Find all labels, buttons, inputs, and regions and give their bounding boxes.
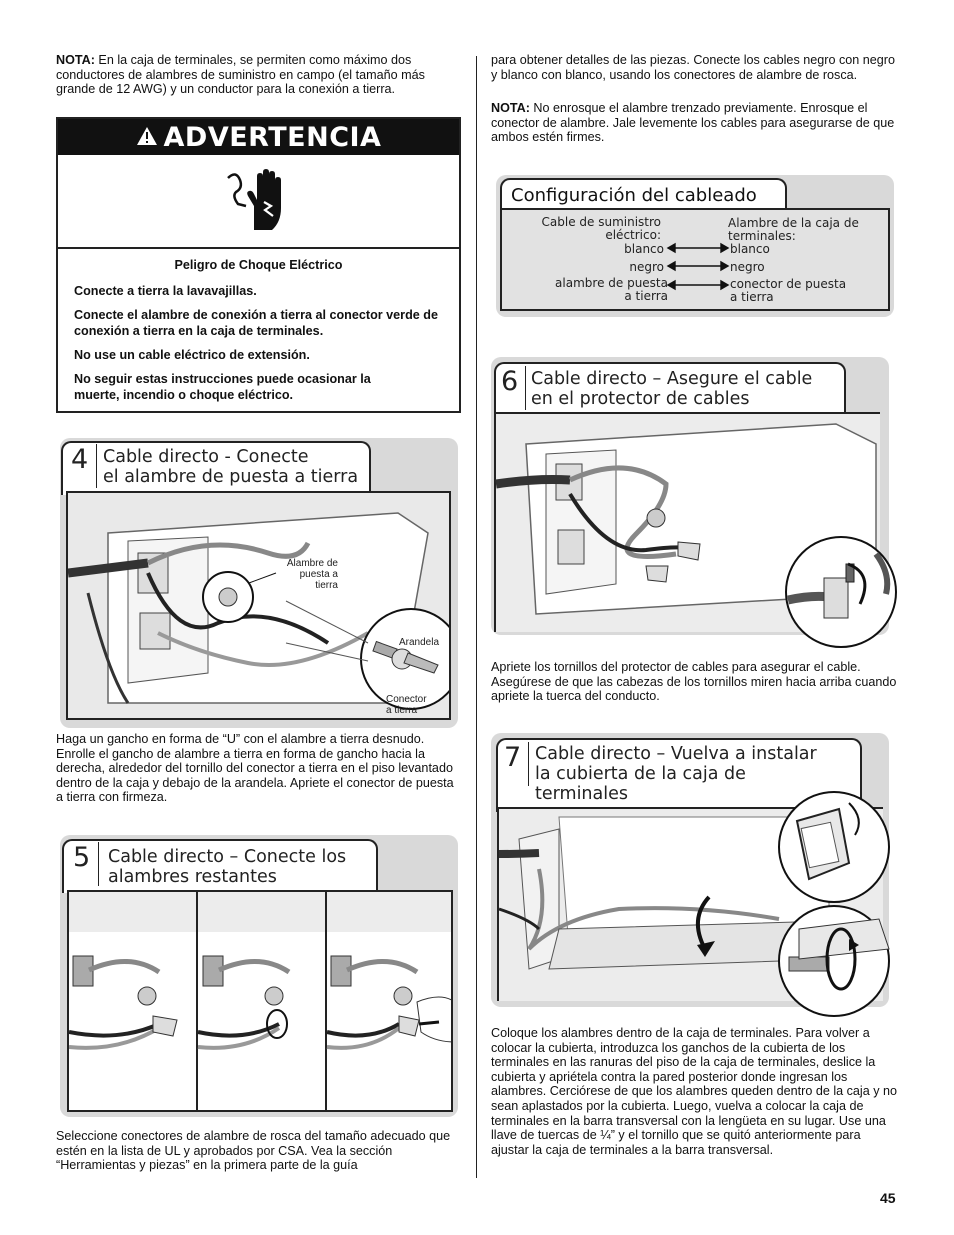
step4-number: 4 [71, 444, 89, 475]
warning-line: Conecte el alambre de conexión a tierra … [74, 308, 438, 338]
wiring-right-white: blanco [730, 242, 770, 256]
step4-tab [61, 441, 371, 495]
step5-tab [62, 839, 378, 893]
column-divider [476, 56, 477, 1178]
step7-number-divider [528, 742, 529, 786]
step5-frame-c [326, 932, 451, 1110]
warning-line: No seguir estas instrucciones puede ocas… [74, 372, 371, 402]
intro-text: para obtener detalles de las piezas. Con… [491, 53, 895, 82]
wiring-right-black: negro [730, 260, 765, 274]
step6-number-divider [525, 366, 526, 410]
step6-number: 6 [501, 366, 519, 397]
warning-icon-area [58, 155, 459, 249]
label-washer: Arandela [399, 637, 439, 648]
step4-number-divider [96, 444, 97, 488]
wiring-tab [500, 178, 787, 212]
step6-tab [494, 362, 846, 416]
step5-text: Seleccione conectores de alambre de rosc… [56, 1129, 451, 1173]
warning-triangle-icon [136, 122, 158, 153]
warning-heading: ADVERTENCIA [163, 121, 382, 153]
label-connector-2: a tierra [386, 705, 418, 716]
note-twist: NOTA: No enrosque el alambre trenzado pr… [491, 101, 895, 145]
wiring-title: Configuración del cableado [511, 185, 757, 206]
wiring-left-black: negro [629, 260, 664, 274]
step7-illustration [497, 791, 890, 1017]
warning-header: ADVERTENCIA [58, 119, 459, 155]
step5-number: 5 [73, 842, 91, 873]
page-number: 45 [880, 1190, 896, 1206]
step5-frame-b [197, 932, 325, 1110]
label-ground-wire-2: puesta a [300, 569, 339, 580]
warning-hazard: Peligro de Choque Eléctrico [174, 258, 343, 272]
label-ground-wire-3: tierra [315, 580, 338, 591]
wiring-table [500, 208, 890, 311]
step7-tab [496, 738, 862, 812]
wiring-left-white: blanco [624, 242, 664, 256]
step4-text: Haga un gancho en forma de “U” con el al… [56, 732, 454, 805]
note-terminal-box: NOTA: En la caja de terminales, se permi… [56, 53, 425, 97]
warning-line: No use un cable eléctrico de extensión. [74, 348, 310, 362]
label-ground-wire: Alambre de [287, 558, 339, 569]
warning-box: ADVERTENCIA Peligro de Choque Eléctrico … [56, 117, 461, 413]
step6-illustration [494, 412, 897, 648]
step7-number: 7 [504, 742, 522, 773]
step7-text: Coloque los alambres dentro de la caja d… [491, 1026, 898, 1157]
electric-shock-hand-icon [226, 169, 281, 230]
label-connector-1: Conector [386, 694, 427, 705]
step5-number-divider [98, 842, 99, 886]
step4-illustration: Alambre de puesta a tierra Arandela Cone… [66, 491, 451, 720]
step6-text: Apriete los tornillos del protector de c… [491, 660, 897, 704]
step5-frame-a [69, 932, 196, 1110]
wiring-arrows [666, 242, 730, 291]
warning-line: Conecte a tierra la lavavajillas. [74, 284, 257, 298]
step5-illustration [67, 890, 453, 1112]
